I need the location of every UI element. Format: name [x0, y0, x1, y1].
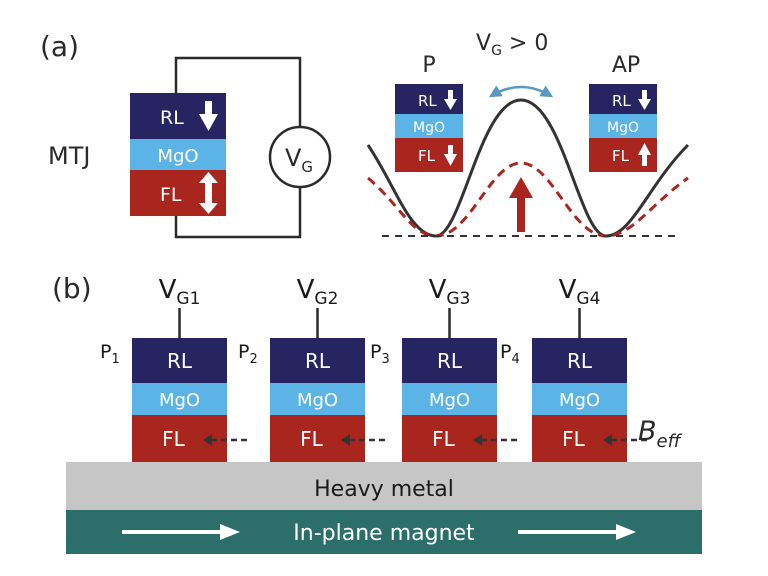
beff-arrow-head-icon-3 — [473, 434, 482, 446]
ap-mgo-label: MgO — [607, 120, 639, 136]
device-p-label-3: P3 — [370, 341, 390, 367]
rl-down-arrow-icon — [199, 101, 218, 131]
device-mgo-label-4: MgO — [559, 390, 600, 411]
switching-arrow-icon — [488, 85, 554, 98]
device-rl-layer-4 — [532, 338, 627, 383]
device-fl-label-2: FL — [300, 427, 324, 451]
voltage-source-label: VG — [285, 144, 313, 176]
circuit-wire — [174, 56, 302, 239]
device-mgo-label-1: MgO — [159, 390, 200, 411]
fl-bidirectional-arrow-icon — [199, 172, 218, 214]
ap-fl-up-arrow-icon — [638, 143, 651, 166]
mtj-label: MTJ — [48, 142, 90, 170]
panel-b-label: (b) — [52, 272, 92, 305]
p-fl-label: FL — [418, 147, 436, 165]
heavy-metal-label: Heavy metal — [314, 477, 454, 502]
device-rl-label-1: RL — [167, 349, 193, 373]
device-fl-label-3: FL — [432, 427, 456, 451]
gate-voltage-label-2: VG2 — [297, 275, 339, 309]
beff-arrow-head-icon-1 — [203, 434, 212, 446]
device-mgo-label-3: MgO — [429, 390, 470, 411]
device-mgo-layer-4 — [532, 383, 627, 415]
device-rl-label-3: RL — [437, 349, 463, 373]
beff-arrow-head-icon-4 — [603, 434, 612, 446]
state-ap-stack: RL MgO FL — [589, 84, 657, 172]
gate-voltage-label-4: VG4 — [559, 275, 601, 309]
device-fl-label-1: FL — [162, 427, 186, 451]
device-mgo-layer-3 — [402, 383, 497, 415]
ap-rl-down-arrow-icon — [638, 90, 651, 110]
rl-label: RL — [160, 107, 184, 129]
in-plane-magnet-label: In-plane magnet — [293, 521, 475, 546]
state-p-title: P — [422, 53, 435, 78]
beff-arrow-head-icon-2 — [341, 434, 350, 446]
device-rl-label-4: RL — [567, 349, 593, 373]
state-p-stack: RL MgO FL — [395, 84, 463, 172]
fl-label: FL — [160, 184, 182, 206]
device-p-label-4: P4 — [500, 341, 520, 367]
device-mgo-label-2: MgO — [297, 390, 338, 411]
magnetization-arrow-left-icon — [122, 524, 240, 540]
ap-mgo-layer — [589, 114, 657, 138]
energy-curve-lowered — [367, 161, 689, 238]
magnetization-arrow-right-icon — [518, 524, 636, 540]
p-mgo-layer — [395, 114, 463, 138]
ap-rl-label: RL — [612, 92, 631, 110]
p-mgo-label: MgO — [413, 120, 445, 136]
p-rl-label: RL — [418, 92, 437, 110]
device-rl-label-2: RL — [305, 349, 331, 373]
ap-fl-label: FL — [612, 147, 630, 165]
heavy-metal-layer — [66, 462, 702, 510]
device-rl-layer-1 — [132, 338, 227, 383]
device-mgo-layer-1 — [132, 383, 227, 415]
p-fl-down-arrow-icon — [444, 145, 457, 166]
device-rl-layer-2 — [270, 338, 365, 383]
voltage-source-icon — [268, 125, 332, 189]
device-p-label-2: P2 — [238, 341, 258, 367]
device-rl-layer-3 — [402, 338, 497, 383]
device-fl-label-4: FL — [562, 427, 586, 451]
energy-curve — [366, 98, 690, 238]
gate-condition-label: VG > 0 — [476, 31, 548, 59]
mgo-label: MgO — [157, 146, 198, 167]
state-ap-title: AP — [612, 53, 640, 78]
gate-voltage-label-3: VG3 — [429, 275, 471, 309]
device-mgo-layer-2 — [270, 383, 365, 415]
device-p-label-1: P1 — [100, 341, 120, 367]
beff-label: Beff — [638, 416, 683, 452]
gate-voltage-label-1: VG1 — [159, 275, 201, 309]
mtj-stack: RL MgO FL — [130, 93, 226, 216]
p-rl-down-arrow-icon — [444, 90, 457, 110]
mgo-layer — [130, 139, 226, 170]
barrier-lowering-arrow-icon — [509, 177, 533, 232]
panel-a-label: (a) — [40, 30, 79, 63]
